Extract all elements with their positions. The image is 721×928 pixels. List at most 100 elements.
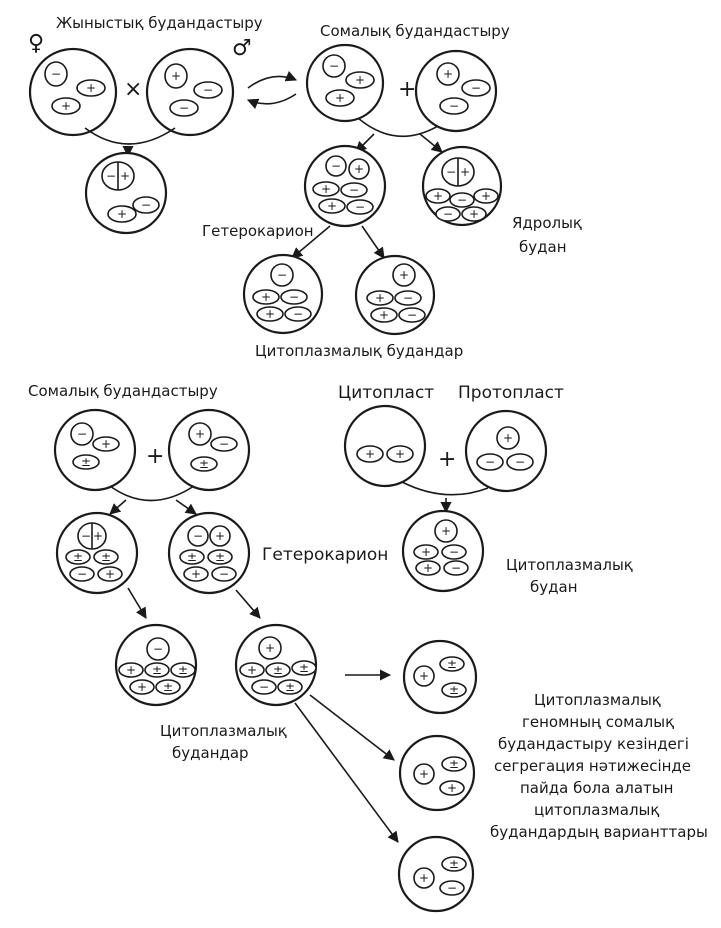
svg-text:геномның сомалық: геномның сомалық xyxy=(522,713,674,731)
cell-cyto-hybrid-top-2: + + − + − xyxy=(354,254,436,336)
svg-text:будандардың варианттары: будандардың варианттары xyxy=(490,823,708,841)
svg-text:±: ± xyxy=(199,457,209,471)
cell-bottom-parent-2: + − ± xyxy=(167,408,251,492)
svg-text:−: − xyxy=(193,529,203,543)
fusion-curve-cytoplast xyxy=(401,481,489,496)
label-variants-description: Цитоплазмалық геномның сомалық будандаст… xyxy=(490,691,708,841)
cell-variant-3: + ± − xyxy=(397,835,475,913)
cell-bottom-hybrid-2: − + ± ± + − xyxy=(167,511,251,595)
cross-icon: × xyxy=(124,77,142,102)
svg-text:±: ± xyxy=(215,550,225,564)
cell-bottom-parent-1: − + ± xyxy=(53,408,137,492)
cell-somatic-parent-2: + − − xyxy=(414,49,498,133)
label-sexual-hybridization: Жыныстық будандастыру xyxy=(56,14,263,32)
svg-text:±: ± xyxy=(449,857,459,871)
svg-text:+: + xyxy=(261,290,271,304)
svg-text:±: ± xyxy=(152,663,162,677)
cell-somatic-parent-1: − + + xyxy=(305,43,385,123)
plus-icon: + xyxy=(438,447,456,472)
svg-text:+: + xyxy=(423,561,433,575)
svg-text:−: − xyxy=(443,207,453,221)
svg-text:±: ± xyxy=(449,683,459,697)
arrow-to-cyto-hybrid-top-1 xyxy=(291,225,331,259)
svg-text:+: + xyxy=(469,207,479,221)
svg-text:−: − xyxy=(179,101,189,115)
svg-text:+: + xyxy=(265,307,275,321)
svg-text:сегрегация нәтижесінде: сегрегация нәтижесінде xyxy=(494,757,691,775)
fusion-curve-sexual xyxy=(84,127,176,145)
cell-heterokaryon-top: − + + − + − xyxy=(303,144,387,228)
svg-text:+: + xyxy=(265,641,275,655)
svg-text:+: + xyxy=(93,529,103,543)
svg-text:−: − xyxy=(51,67,61,81)
svg-text:−: − xyxy=(106,169,116,183)
cell-female-parent: − + + xyxy=(28,47,118,137)
label-cytoplasmic-hybrid-2: будан xyxy=(530,578,578,596)
cell-variant-1: + ± ± xyxy=(402,639,478,715)
svg-text:−: − xyxy=(277,268,287,282)
label-somatic-hybridization-top: Сомалық будандастыру xyxy=(320,22,510,40)
svg-text:−: − xyxy=(446,165,456,179)
plus-icon: + xyxy=(398,77,416,102)
svg-text:+: + xyxy=(433,189,443,203)
cell-bottom-cyto-hybrid-1: − + ± ± + ± xyxy=(114,623,198,707)
svg-text:+: + xyxy=(379,308,389,322)
plus-icon: + xyxy=(146,444,164,469)
svg-text:+: + xyxy=(195,427,205,441)
svg-text:Цитоплазмалық: Цитоплазмалық xyxy=(534,691,661,709)
svg-text:+: + xyxy=(419,669,429,683)
svg-text:+: + xyxy=(365,447,375,461)
fusion-curve-somatic-top xyxy=(357,117,439,138)
svg-text:−: − xyxy=(203,83,213,97)
svg-text:±: ± xyxy=(73,550,83,564)
svg-text:±: ± xyxy=(447,657,457,671)
label-cytoplasmic-hybrids-top: Цитоплазмалық будандар xyxy=(255,342,463,360)
cell-nuclear-hybrid: −+ + − + − + xyxy=(421,145,503,227)
svg-text:−: − xyxy=(471,81,481,95)
svg-text:+: + xyxy=(117,207,127,221)
svg-text:−: − xyxy=(457,193,467,207)
svg-text:+: + xyxy=(395,447,405,461)
label-cyto-hybrids-bottom-2: будандар xyxy=(172,744,249,762)
svg-text:+: + xyxy=(460,165,470,179)
svg-text:+: + xyxy=(335,91,345,105)
arrow-to-variant-2 xyxy=(309,694,395,761)
label-nuclear-hybrid-1: Ядролық xyxy=(512,214,582,232)
svg-text:+: + xyxy=(503,431,513,445)
svg-text:±: ± xyxy=(163,680,173,694)
svg-text:−: − xyxy=(77,427,87,441)
svg-text:−: − xyxy=(289,290,299,304)
svg-text:+: + xyxy=(86,81,96,95)
cell-cyto-hybrid-top-1: − + − + − xyxy=(242,253,324,335)
label-cyto-hybrids-bottom-1: Цитоплазмалық xyxy=(160,722,287,740)
svg-text:+: + xyxy=(443,67,453,81)
svg-text:−: − xyxy=(331,159,341,173)
cell-cytoplast: + + xyxy=(343,404,427,488)
svg-text:±: ± xyxy=(449,757,459,771)
svg-text:+: + xyxy=(355,73,365,87)
svg-text:−: − xyxy=(449,99,459,113)
svg-text:−: − xyxy=(407,308,417,322)
arrow-to-nuclear-hybrid xyxy=(419,133,443,153)
svg-text:−: − xyxy=(259,680,269,694)
svg-text:будандастыру кезіндегі: будандастыру кезіндегі xyxy=(498,735,689,753)
svg-text:+: + xyxy=(126,663,136,677)
male-symbol-icon: ♂ xyxy=(232,36,252,61)
svg-text:+: + xyxy=(120,169,130,183)
svg-text:+: + xyxy=(441,524,451,538)
arrow-to-variant-3 xyxy=(294,702,399,843)
svg-text:+: + xyxy=(215,529,225,543)
svg-text:±: ± xyxy=(273,663,283,677)
svg-text:−: − xyxy=(515,455,525,469)
label-protoplast: Протопласт xyxy=(458,383,564,403)
arrow-exchange-back xyxy=(246,93,297,110)
svg-text:±: ± xyxy=(299,661,309,675)
svg-text:−: − xyxy=(349,183,359,197)
svg-text:+: + xyxy=(191,567,201,581)
svg-text:−: − xyxy=(447,881,457,895)
svg-text:+: + xyxy=(354,162,364,176)
svg-text:−: − xyxy=(403,291,413,305)
label-heterokaryon-bottom: Гетерокарион xyxy=(262,545,388,565)
svg-text:+: + xyxy=(481,189,491,203)
